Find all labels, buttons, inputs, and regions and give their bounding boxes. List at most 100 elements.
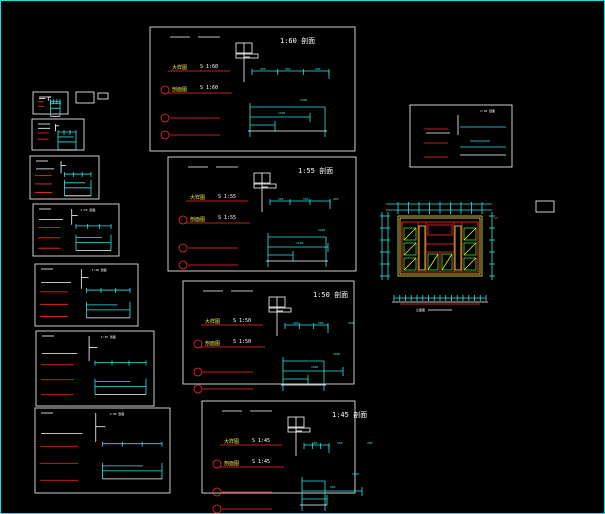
section-marker (193, 367, 203, 377)
label-b: 剖面图 (205, 341, 221, 347)
scale-b: S 1:60 (200, 85, 219, 91)
sheet-title: 1:30 剖面 (91, 268, 107, 272)
sheet-title: 1:30 剖面 (480, 109, 496, 113)
section-marker (178, 260, 188, 270)
legend-box (75, 91, 95, 104)
scale-a: S 1:55 (218, 194, 237, 200)
section-marker (193, 384, 203, 394)
glass-diagonal (403, 257, 417, 271)
dim-value: 550 (278, 197, 284, 201)
dim-value: 1100 (296, 241, 304, 245)
section-marker (160, 130, 170, 140)
dim-value: 500 (318, 321, 324, 325)
cabinet-center-top (427, 224, 453, 236)
glass-diagonal (441, 253, 453, 271)
glass-diagonal (403, 227, 417, 241)
label-a: 大样图 (190, 195, 206, 201)
dim-value: 2200 (318, 228, 326, 232)
sheet-frame (149, 26, 356, 152)
label-b: 剖面图 (224, 461, 240, 467)
glass-diagonal (463, 257, 477, 271)
sheet-title: 1:45 剖面 (332, 411, 368, 419)
sheet-title: 1:25 剖面 (80, 208, 96, 212)
dim-value: 200 (348, 321, 354, 325)
scale-b: S 1:45 (252, 459, 271, 465)
dim-value: 2400 (300, 98, 308, 102)
label-b: 剖面图 (190, 217, 206, 223)
dim-value: 500 (293, 321, 299, 325)
label-a: 大样图 (224, 439, 240, 445)
side-column (454, 225, 462, 271)
glass-diagonal (427, 253, 439, 271)
dim-value: 900 (330, 485, 336, 489)
dim-value: 600 (260, 67, 266, 71)
dim-value: 450 (337, 441, 343, 445)
glass-door-panel (463, 227, 477, 241)
label-a: 大样图 (172, 65, 188, 71)
detail-sheet-s20[interactable] (29, 155, 100, 200)
dim-value: 550 (303, 197, 309, 201)
section-marker (178, 243, 188, 253)
detail-sheet-s15[interactable] (31, 118, 85, 151)
sheet-frame (29, 155, 100, 200)
detail-sheet-s45[interactable] (201, 400, 363, 514)
detail-sheet-right[interactable] (409, 104, 513, 168)
cabinet-inner-frame (399, 217, 481, 275)
scale-b: S 1:55 (218, 215, 237, 221)
detail-sheet-s25[interactable] (32, 203, 120, 257)
sheet-frame (34, 407, 171, 494)
dim-value: 1800 (352, 472, 360, 476)
sheet-title: 1:50 剖面 (313, 291, 349, 299)
glass-door-panel (463, 257, 477, 271)
glass-door-panel (441, 253, 453, 271)
dim-value: 2000 (333, 352, 341, 356)
label-b: 剖面图 (172, 87, 188, 93)
detail-sheet-s60[interactable] (149, 26, 356, 152)
scale-a: S 1:45 (252, 438, 271, 444)
section-marker (212, 487, 222, 497)
dim-value: 200 (333, 197, 339, 201)
dim-value: 200 (367, 441, 373, 445)
section-marker (193, 339, 203, 349)
tag-box (268, 307, 292, 313)
sheet-frame (201, 400, 356, 494)
legend-box (97, 92, 109, 100)
sheet-frame (182, 280, 355, 385)
section-marker (212, 459, 222, 469)
sheet-frame (34, 263, 139, 327)
label-a: 大样图 (205, 319, 221, 325)
sheet-title: 1:60 剖面 (280, 37, 316, 45)
glass-door-panel (403, 257, 417, 271)
glass-door-panel (403, 242, 417, 256)
detail-sheet-s10[interactable] (32, 91, 69, 117)
tag-box (253, 183, 277, 189)
tag-box (235, 53, 259, 59)
section-marker (160, 113, 170, 123)
glass-diagonal (403, 242, 417, 256)
cabinet-elevation-drawing[interactable] (380, 202, 498, 311)
glass-door-panel (427, 253, 439, 271)
detail-sheet-s40[interactable] (34, 407, 171, 494)
scale-a: S 1:50 (233, 318, 252, 324)
detail-sheet-s50[interactable] (182, 280, 355, 394)
dim-value: 200 (315, 67, 321, 71)
sheet-frame (32, 203, 120, 257)
glass-door-panel (403, 227, 417, 241)
sheet-frame (409, 104, 513, 168)
tag-box (287, 427, 311, 433)
scale-a: S 1:60 (200, 64, 219, 70)
sheet-title: 1:55 剖面 (298, 167, 334, 175)
section-marker (212, 504, 222, 514)
scale-b: S 1:50 (233, 339, 252, 345)
detail-sheet-s30[interactable] (34, 263, 139, 327)
glass-door-panel (463, 242, 477, 256)
detail-sheet-s55[interactable] (167, 156, 357, 272)
dim-value: 1000 (311, 365, 319, 369)
legend-box (535, 200, 555, 213)
section-marker (178, 215, 188, 225)
sheet-title: 1:40 剖面 (109, 412, 125, 416)
glass-diagonal (463, 242, 477, 256)
detail-sheet-s35[interactable] (35, 330, 155, 407)
sheet-title: 1:35 剖面 (100, 335, 116, 339)
